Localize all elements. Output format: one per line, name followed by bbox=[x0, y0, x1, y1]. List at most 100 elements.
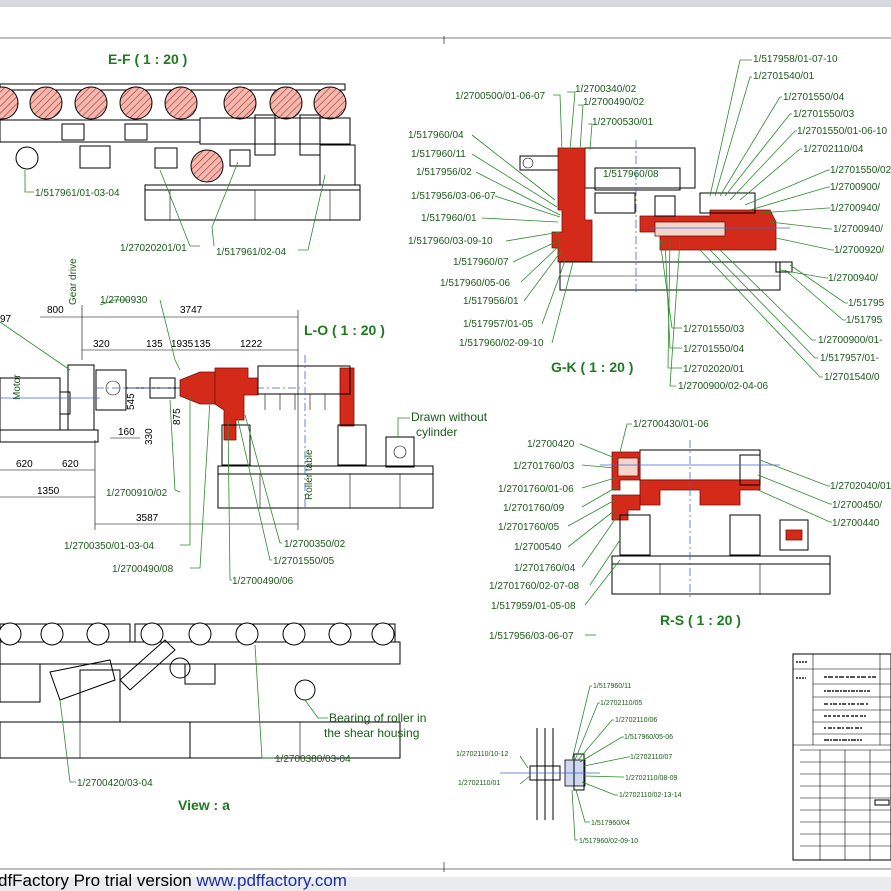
gk-right-17: 1/2701540/0 bbox=[824, 372, 880, 383]
gk-right-16: 1/517957/01- bbox=[820, 353, 879, 364]
detail-8: 1/517960/04 bbox=[591, 820, 630, 827]
rs-right-3: 1/2700440 bbox=[832, 518, 880, 529]
ef-callout-1: 1/517961/01-03-04 bbox=[35, 188, 120, 199]
view-rs-title: R-S ( 1 : 20 ) bbox=[660, 612, 741, 628]
rs-right-1: 1/2702040/01 bbox=[830, 481, 891, 492]
rs-left-9: 1/2701760/02-07-08 bbox=[489, 581, 580, 592]
gk-bottom-1: 1/2701550/03 bbox=[683, 324, 745, 335]
drawn-without-note-1: Drawn without bbox=[411, 410, 488, 424]
ef-rollers bbox=[0, 86, 347, 120]
gk-left-7: 1/517956/02 bbox=[416, 167, 472, 178]
lo-callout-5: 1/2700490/06 bbox=[232, 576, 294, 587]
gk-left-13: 1/517956/01 bbox=[463, 296, 519, 307]
rs-left-5: 1/2701760/09 bbox=[503, 503, 565, 514]
title-block bbox=[792, 653, 891, 861]
gk-inline-callout: 1/517960/08 bbox=[603, 169, 659, 180]
detail-7: 1/2702110/02-13-14 bbox=[619, 792, 682, 799]
gk-bottom-4: 1/2700900/02-04-06 bbox=[678, 381, 769, 392]
ef-callout-2: 1/27020201/01 bbox=[120, 243, 187, 254]
gk-left-15: 1/517960/02-09-10 bbox=[459, 338, 544, 349]
gk-bottom-3: 1/2702020/01 bbox=[683, 364, 745, 375]
lo-callout-1: 1/2700930 bbox=[100, 295, 148, 306]
view-a-callout-1: 1/2700420/03-04 bbox=[77, 778, 153, 789]
gk-left-2: 1/2700340/02 bbox=[575, 84, 637, 95]
rs-left-2: 1/2700420 bbox=[527, 439, 575, 450]
dim-1222: 1222 bbox=[240, 339, 263, 350]
rs-left-10: 1/517959/01-05-08 bbox=[491, 601, 576, 612]
gk-right-4: 1/2701550/03 bbox=[793, 109, 855, 120]
dim-620a: 620 bbox=[16, 459, 33, 470]
view-ef-title: E-F ( 1 : 20 ) bbox=[108, 51, 187, 67]
gk-right-10: 1/2700940/ bbox=[833, 224, 883, 235]
gk-left-1: 1/2700500/01-06-07 bbox=[455, 91, 546, 102]
gk-right-13: 1/51795 bbox=[848, 298, 885, 309]
dim-135a: 135 bbox=[146, 339, 163, 350]
lo-callout-7: 1/2700350/02 bbox=[284, 539, 346, 550]
lo-callout-2: 1/2700910/02 bbox=[106, 488, 168, 499]
dim-330: 330 bbox=[144, 428, 155, 445]
rs-left-6: 1/2701760/05 bbox=[498, 522, 560, 533]
rs-right-2: 1/2700450/ bbox=[832, 500, 882, 511]
footer-prefix: dfFactory Pro trial version bbox=[0, 871, 196, 890]
detail-10: 1/2702110/10-12 bbox=[456, 751, 509, 758]
gk-left-3: 1/2700490/02 bbox=[583, 97, 645, 108]
gk-left-14: 1/517957/01-05 bbox=[463, 319, 534, 330]
gk-right-1: 1/517958/01-07-10 bbox=[753, 54, 838, 65]
gk-right-8: 1/2700900/ bbox=[830, 182, 880, 193]
gk-right-11: 1/2700920/ bbox=[834, 245, 884, 256]
view-lo-title: L-O ( 1 : 20 ) bbox=[304, 322, 385, 338]
drawn-without-note-2: cylinder bbox=[416, 425, 457, 439]
bearing-note-1: Bearing of roller in bbox=[329, 711, 426, 725]
gk-right-callouts: 1/517958/01-07-10 1/2701540/01 1/2701550… bbox=[699, 54, 891, 383]
footer-watermark: dfFactory Pro trial version www.pdffacto… bbox=[0, 871, 347, 890]
gk-left-5: 1/517960/04 bbox=[408, 130, 464, 141]
footer-link[interactable]: www.pdffactory.com bbox=[195, 871, 347, 890]
gk-left-9: 1/517960/01 bbox=[421, 213, 477, 224]
view-ef: E-F ( 1 : 20 ) 1/517961/01-03- bbox=[0, 51, 361, 258]
dim-620b: 620 bbox=[62, 459, 79, 470]
gk-left-8: 1/517956/03-06-07 bbox=[411, 191, 496, 202]
detail-9: 1/517960/02-09-10 bbox=[579, 838, 638, 845]
view-lo: L-O ( 1 : 20 ) 97 Gear drive Motor Rolle… bbox=[0, 258, 488, 587]
view-rs: R-S ( 1 : 20 ) 1/2700430/01-06 1/2700420… bbox=[489, 419, 891, 642]
ef-callout-3: 1/517961/02-04 bbox=[216, 247, 287, 258]
gear-drive-label: Gear drive bbox=[68, 258, 79, 305]
bearing-note-2: the shear housing bbox=[324, 726, 419, 740]
gk-right-9: 1/2700940/ bbox=[830, 203, 880, 214]
lo-callout-3: 1/2700350/01-03-04 bbox=[64, 541, 155, 552]
dim-545: 545 bbox=[126, 393, 137, 410]
dim-3747: 3747 bbox=[180, 305, 203, 316]
dim-875: 875 bbox=[172, 408, 183, 425]
gk-left-6: 1/517960/11 bbox=[411, 149, 466, 160]
gk-bottom-2: 1/2701550/04 bbox=[683, 344, 745, 355]
lo-left-cut: 97 bbox=[0, 314, 12, 325]
gk-right-5: 1/2701550/01-06-10 bbox=[797, 126, 888, 137]
dim-135b: 135 bbox=[194, 339, 211, 350]
rs-left-11: 1/517956/03-06-07 bbox=[489, 631, 574, 642]
view-a-title: View : a bbox=[178, 797, 230, 813]
view-gk-title: G-K ( 1 : 20 ) bbox=[551, 359, 633, 375]
dim-800: 800 bbox=[47, 305, 64, 316]
detail-2: 1/2702110/05 bbox=[600, 700, 642, 707]
detail-6: 1/2702110/08-09 bbox=[625, 775, 678, 782]
gk-left-4: 1/2700530/01 bbox=[592, 117, 654, 128]
view-a-callout-2: 1/2700380/03-04 bbox=[275, 754, 351, 765]
motor-label: Motor bbox=[12, 374, 23, 400]
dim-160: 160 bbox=[118, 427, 135, 438]
rs-left-3: 1/2701760/03 bbox=[513, 461, 575, 472]
detail-assembly: 1/517960/11 1/2702110/05 1/2702110/06 1/… bbox=[456, 683, 682, 845]
view-a: View : a Bearing of roller in the shear … bbox=[0, 622, 426, 813]
gk-left-11: 1/517960/07 bbox=[453, 257, 509, 268]
dim-320: 320 bbox=[93, 339, 110, 350]
lo-callout-6: 1/2701550/05 bbox=[273, 556, 335, 567]
view-gk: G-K ( 1 : 20 ) 1/2700500/01-06-07 1/2700… bbox=[408, 54, 891, 392]
dim-1935: 1935 bbox=[171, 339, 194, 350]
gk-right-2: 1/2701540/01 bbox=[753, 71, 815, 82]
gk-right-3: 1/2701550/04 bbox=[783, 92, 845, 103]
dim-1350: 1350 bbox=[37, 486, 60, 497]
view-a-rollers bbox=[0, 622, 395, 646]
lo-callout-4: 1/2700490/08 bbox=[112, 564, 174, 575]
dim-3587: 3587 bbox=[136, 513, 159, 524]
